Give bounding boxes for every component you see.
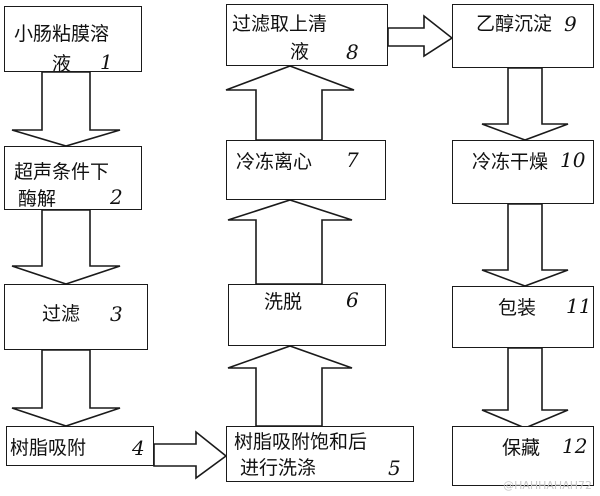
step-3-label-line-1: 过滤 [42,303,81,325]
arrow-1-to-2 [11,71,121,147]
step-2-number: 2 [110,185,123,209]
step-1-label-line-2: 液 [52,53,72,75]
step-box-12 [452,426,594,486]
step-1-number: 1 [100,50,113,74]
arrow-6-to-7 [227,199,353,285]
step-box-4 [6,426,154,466]
step-12-number: 12 [562,434,588,458]
arrow-9-to-10 [481,67,569,141]
arrow-10-to-11 [481,203,569,287]
arrow-7-to-8 [225,65,355,141]
step-box-5 [226,426,414,482]
step-6-number: 6 [346,288,359,312]
step-2-label-line-2: 酶解 [18,188,57,210]
arrow-2-to-3 [11,209,121,285]
step-8-label-line-1: 过滤取上清 [232,13,328,35]
step-4-number: 4 [132,436,145,460]
step-5-number: 5 [388,456,401,480]
arrow-11-to-12 [481,347,569,429]
step-8-number: 8 [346,40,359,64]
step-12-label-line-1: 保藏 [502,437,541,459]
step-7-number: 7 [346,148,359,172]
step-9-number: 9 [564,12,577,36]
step-10-label-line-1: 冷冻干燥 [472,151,549,173]
arrow-8-to-9 [387,14,454,58]
step-5-label-line-2: 进行洗涤 [240,457,317,479]
step-box-10 [452,140,594,204]
step-8-label-line-2: 液 [290,41,310,63]
step-9-label-line-1: 乙醇沉淀 [476,13,553,35]
arrow-5-to-6 [227,345,353,427]
step-box-2 [4,146,142,210]
step-10-number: 10 [560,148,586,172]
step-2-label-line-1: 超声条件下 [14,161,110,183]
step-7-label-line-1: 冷冻离心 [236,151,313,173]
arrow-4-to-5 [153,430,228,480]
step-box-9 [452,4,594,68]
step-3-number: 3 [110,302,123,326]
step-11-label-line-1: 包装 [498,297,537,319]
arrow-3-to-4 [11,349,121,427]
step-box-7 [226,140,386,200]
step-11-number: 11 [566,294,592,318]
step-box-1 [4,6,142,72]
step-box-6 [228,284,386,346]
step-box-8 [226,4,388,66]
step-5-label-line-1: 树脂吸附饱和后 [234,431,368,453]
step-4-label-line-1: 树脂吸附 [10,437,87,459]
step-box-11 [452,286,594,348]
watermark: @HAHHAHAH72 [503,479,592,492]
step-6-label-line-1: 洗脱 [264,291,303,313]
step-box-3 [4,284,148,350]
step-1-label-line-1: 小肠粘膜溶 [14,23,110,45]
